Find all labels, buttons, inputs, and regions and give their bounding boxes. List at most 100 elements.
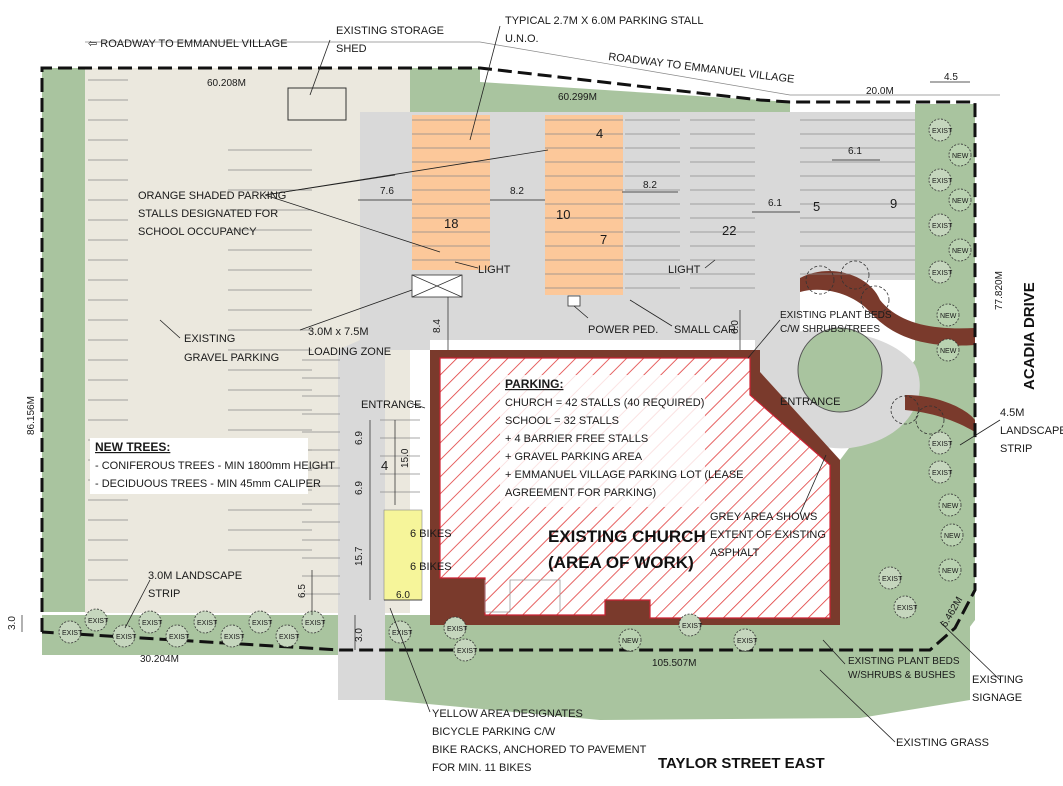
tree-tag: EXIST xyxy=(197,620,218,627)
stall-count-4: 4 xyxy=(596,126,603,141)
tree-canopy xyxy=(193,610,217,634)
new-tree: NEW xyxy=(936,338,960,362)
dim-76: 7.6 xyxy=(380,186,394,197)
tree-canopy xyxy=(938,558,962,582)
dim-60b: 6.0 xyxy=(396,590,410,601)
tree-canopy xyxy=(940,523,964,547)
grass-north xyxy=(410,68,790,112)
tree-canopy xyxy=(112,624,136,648)
loading-label-2: LOADING ZONE xyxy=(308,346,391,358)
dimension-lines xyxy=(21,81,970,650)
tree-canopy xyxy=(618,628,642,652)
grass-west xyxy=(42,68,85,612)
parking-line-1: CHURCH = 42 STALLS (40 REQUIRED) xyxy=(505,397,704,409)
dim-61b: 6.1 xyxy=(848,146,862,157)
tree-canopy xyxy=(58,620,82,644)
grey-area-label-3: ASPHALT xyxy=(710,547,760,559)
new-tree: NEW xyxy=(948,143,972,167)
storage-shed-label-1: EXISTING STORAGE xyxy=(336,25,444,37)
dim-69b: 6.9 xyxy=(354,481,365,495)
tree-tag: EXIST xyxy=(457,648,478,655)
new-tree: NEW xyxy=(936,303,960,327)
grey-area-label-2: EXTENT OF EXISTING xyxy=(710,529,826,541)
existing-tree: EXIST xyxy=(928,431,953,455)
stall-count-10: 10 xyxy=(556,207,570,222)
tree-canopy xyxy=(928,213,952,237)
tree-canopy xyxy=(928,460,952,484)
new-trees-line-1: - CONIFEROUS TREES - MIN 1800mm HEIGHT xyxy=(95,460,335,472)
stall-count-7: 7 xyxy=(600,232,607,247)
existing-tree: EXIST xyxy=(388,620,413,644)
new-tree: NEW xyxy=(948,188,972,212)
dim-84: 8.4 xyxy=(432,319,443,333)
tree-tag: EXIST xyxy=(116,634,137,641)
landscape-right-label-2: LANDSCAPE xyxy=(1000,425,1063,437)
dim-150: 15.0 xyxy=(400,448,411,468)
trees: EXISTEXISTEXISTEXISTEXISTEXISTEXISTEXIST… xyxy=(58,118,972,662)
grass-label: EXISTING GRASS xyxy=(896,737,989,749)
yellow-label-1: YELLOW AREA DESIGNATES xyxy=(432,708,583,720)
tree-canopy xyxy=(248,610,272,634)
dim-69a: 6.9 xyxy=(354,431,365,445)
tree-tag: EXIST xyxy=(88,618,109,625)
tree-tag: NEW xyxy=(942,568,959,575)
tree-tag: EXIST xyxy=(932,223,953,230)
tree-tag: EXIST xyxy=(882,576,903,583)
existing-tree: EXIST xyxy=(301,610,326,634)
existing-tree: EXIST xyxy=(84,608,109,632)
shrub xyxy=(915,405,945,435)
tree-canopy xyxy=(878,566,902,590)
plant-beds-top-label-1: EXISTING PLANT BEDS xyxy=(780,310,892,321)
tree-tag: EXIST xyxy=(279,634,300,641)
loading-zone-x2 xyxy=(411,274,463,298)
stall-count-18: 18 xyxy=(444,216,458,231)
yellow-label-2: BICYCLE PARKING C/W xyxy=(432,726,556,738)
parking-line-2: SCHOOL = 32 STALLS xyxy=(505,415,619,427)
tree-tag: EXIST xyxy=(932,441,953,448)
signage-label-2: SIGNAGE xyxy=(972,692,1022,704)
tree-tag: EXIST xyxy=(224,634,245,641)
loading-label-1: 3.0M x 7.5M xyxy=(308,326,369,338)
roundabout-island xyxy=(797,327,883,413)
orange-stall-block-10 xyxy=(545,115,623,295)
tree-canopy xyxy=(453,638,477,662)
existing-tree: EXIST xyxy=(138,610,163,634)
orange-stalls xyxy=(412,115,623,295)
landscape-left-label-1: 3.0M LANDSCAPE xyxy=(148,570,242,582)
tree-tag: EXIST xyxy=(62,630,83,637)
dim-105507: 105.507M xyxy=(652,658,696,669)
asphalt-north-east xyxy=(790,112,915,280)
tree-tag: EXIST xyxy=(737,638,758,645)
existing-tree: EXIST xyxy=(453,638,478,662)
dim-86156: 86.156M xyxy=(26,396,37,435)
stall-lines xyxy=(88,79,915,595)
dim-30b: 3.0 xyxy=(354,628,365,642)
dim-157: 15.7 xyxy=(354,546,365,566)
new-tree: NEW xyxy=(938,558,962,582)
light-label-2: LIGHT xyxy=(668,264,701,276)
parking-summary-title: PARKING: xyxy=(505,377,563,391)
plant-beds-bottom-label-2: W/SHRUBS & BUSHES xyxy=(848,670,956,681)
tree-tag: NEW xyxy=(622,638,639,645)
tree-tag: NEW xyxy=(942,503,959,510)
tree-canopy xyxy=(443,616,467,640)
orange-label-3: SCHOOL OCCUPANCY xyxy=(138,226,257,238)
tree-tag: EXIST xyxy=(682,623,703,630)
plant-bed-top xyxy=(800,270,975,346)
landscape-left-label-2: STRIP xyxy=(148,588,180,600)
shrub xyxy=(890,395,920,425)
typical-stall-label-2: U.N.O. xyxy=(505,33,539,45)
existing-tree: EXIST xyxy=(893,595,918,619)
tree-canopy xyxy=(388,620,412,644)
tree-tag: EXIST xyxy=(932,470,953,477)
bicycle-parking-area xyxy=(383,509,423,601)
yellow-label-4: FOR MIN. 11 BIKES xyxy=(432,762,531,774)
yellow-label-3: BIKE RACKS, ANCHORED TO PAVEMENT xyxy=(432,744,647,756)
stall-count-9: 9 xyxy=(890,196,897,211)
parking-line-3: + 4 BARRIER FREE STALLS xyxy=(505,433,648,445)
parking-summary: PARKING: CHURCH = 42 STALLS (40 REQUIRED… xyxy=(500,375,744,507)
stall-count-4b: 4 xyxy=(381,458,388,473)
plant-bed-right xyxy=(905,395,975,432)
tree-canopy xyxy=(938,493,962,517)
parking-summary-box xyxy=(500,375,705,507)
